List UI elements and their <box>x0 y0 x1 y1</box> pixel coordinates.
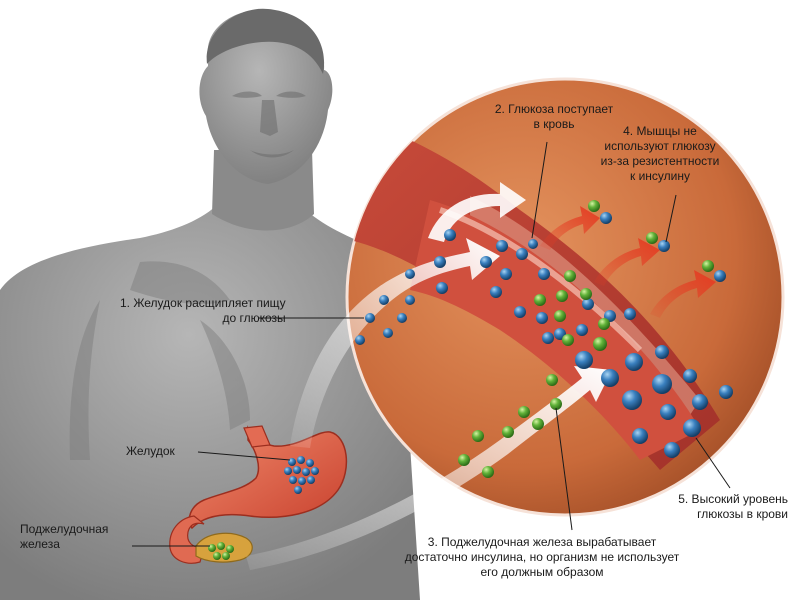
muscle-shading <box>69 261 250 460</box>
vessel-highlight <box>439 207 643 353</box>
pancreas-insulin-cluster <box>208 542 234 560</box>
label-step1-line1: 1. Желудок расщипляет пищу <box>120 296 286 310</box>
stomach-glucose-cluster <box>284 456 319 494</box>
human-silhouette <box>0 8 420 600</box>
head <box>199 9 333 184</box>
leader-step2 <box>531 141 548 239</box>
label-step3-line2: достаточно инсулина, но организм не испо… <box>404 550 680 564</box>
label-step3-line1: 3. Поджелудочная железа вырабатывает <box>427 535 657 549</box>
red-arrow-1 <box>540 206 600 250</box>
arrow-stomach-to-vessel <box>290 238 500 448</box>
leader-lines <box>132 141 731 547</box>
label-step4-line3: из-за резистентности <box>600 154 720 168</box>
insulin-molecules <box>458 200 714 478</box>
label-step3: 3. Поджелудочная железа вырабатывает дос… <box>396 535 688 580</box>
arrow-into-vessel <box>428 182 526 242</box>
label-step2-line2: в кровь <box>533 117 575 131</box>
red-arrows <box>540 206 716 318</box>
label-step1-line2: до глюкозы <box>222 311 286 325</box>
label-step5-line2: глюкозы в крови <box>697 507 788 521</box>
label-step3-line3: его должным образом <box>480 565 604 579</box>
label-step4: 4. Мышцы не используют глюкозу из-за рез… <box>590 124 730 184</box>
label-step4-line4: к инсулину <box>630 169 690 183</box>
esophagus <box>243 425 271 448</box>
label-stomach: Желудок <box>126 444 175 459</box>
label-stomach-text: Желудок <box>126 444 175 458</box>
red-arrow-2 <box>594 238 660 286</box>
leader-step4 <box>665 194 677 243</box>
hair <box>206 8 325 74</box>
arrow-pancreas-to-vessel <box>246 366 612 570</box>
label-step2: 2. Глюкоза поступает в кровь <box>486 102 622 132</box>
label-step4-line2: используют глюкозу <box>604 139 716 153</box>
leader-step3 <box>555 407 573 531</box>
label-step2-line1: 2. Глюкоза поступает <box>494 102 614 116</box>
leader-step5 <box>695 437 731 489</box>
face-shading <box>232 91 306 158</box>
label-step5: 5. Высокий уровень глюкозы в крови <box>660 492 788 522</box>
label-pancreas-line2: железа <box>20 537 60 551</box>
red-arrow-3 <box>650 270 716 318</box>
label-pancreas: Поджелудочная железа <box>20 522 108 552</box>
white-arrows <box>246 182 612 570</box>
leader-stomach <box>197 451 291 461</box>
label-step5-line1: 5. Высокий уровень <box>678 492 788 506</box>
label-step1: 1. Желудок расщипляет пищу до глюкозы <box>120 296 286 326</box>
label-step4-line1: 4. Мышцы не <box>623 124 697 138</box>
label-pancreas-line1: Поджелудочная <box>20 522 109 536</box>
